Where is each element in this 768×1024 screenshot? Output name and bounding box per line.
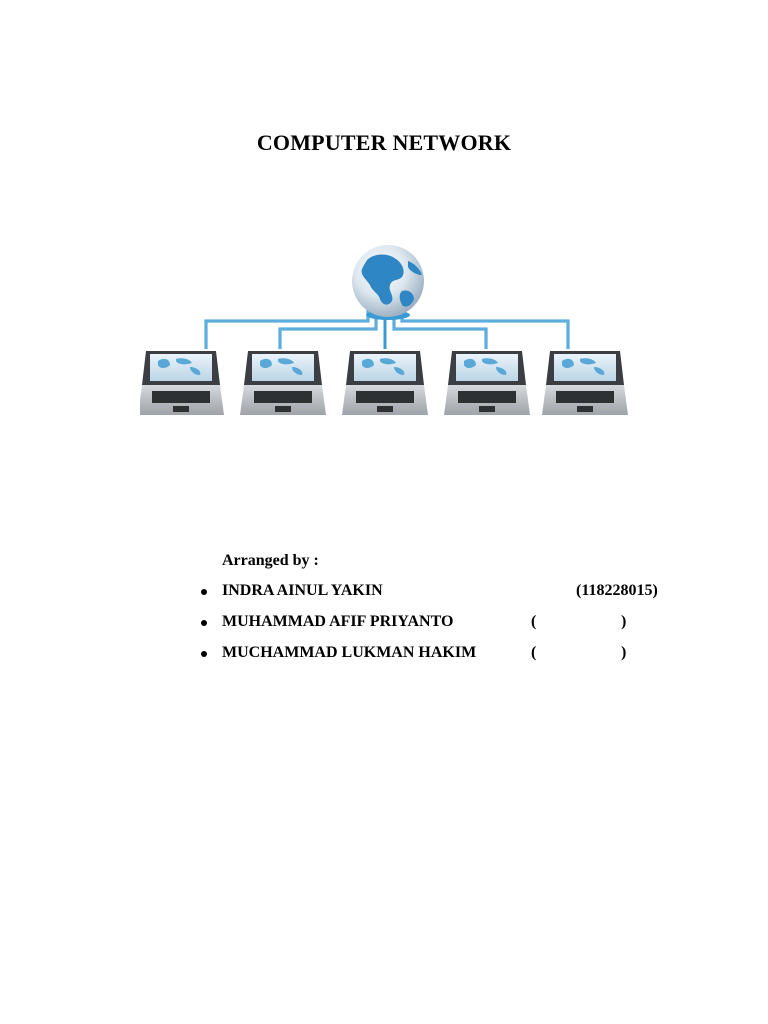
author-id: (118228015): [576, 582, 658, 599]
bullet-icon: [201, 620, 207, 626]
laptop-icon: [342, 351, 428, 415]
laptop-icon: [140, 351, 224, 415]
author-name: MUHAMMAD AFIF PRIYANTO: [222, 613, 454, 630]
author-list: INDRA AINUL YAKIN (118228015) MUHAMMAD A…: [196, 582, 696, 675]
list-item: MUHAMMAD AFIF PRIYANTO ( ): [196, 613, 696, 644]
author-id-open: (: [531, 644, 537, 661]
laptop-icon: [444, 351, 530, 415]
bullet-icon: [201, 651, 207, 657]
laptop-icon: [542, 351, 628, 415]
bullet-icon: [201, 589, 207, 595]
laptop-icon: [240, 351, 326, 415]
author-id-close: ): [621, 644, 627, 661]
author-id-close: ): [621, 613, 627, 630]
arranged-by-label: Arranged by :: [222, 552, 319, 569]
network-illustration: [140, 245, 628, 415]
author-name: INDRA AINUL YAKIN: [222, 582, 383, 599]
list-item: INDRA AINUL YAKIN (118228015): [196, 582, 696, 613]
list-item: MUCHAMMAD LUKMAN HAKIM ( ): [196, 644, 696, 675]
author-name: MUCHAMMAD LUKMAN HAKIM: [222, 644, 477, 661]
globe-icon: [352, 245, 424, 320]
page-title: COMPUTER NETWORK: [256, 130, 512, 155]
author-id-open: (: [531, 613, 537, 630]
